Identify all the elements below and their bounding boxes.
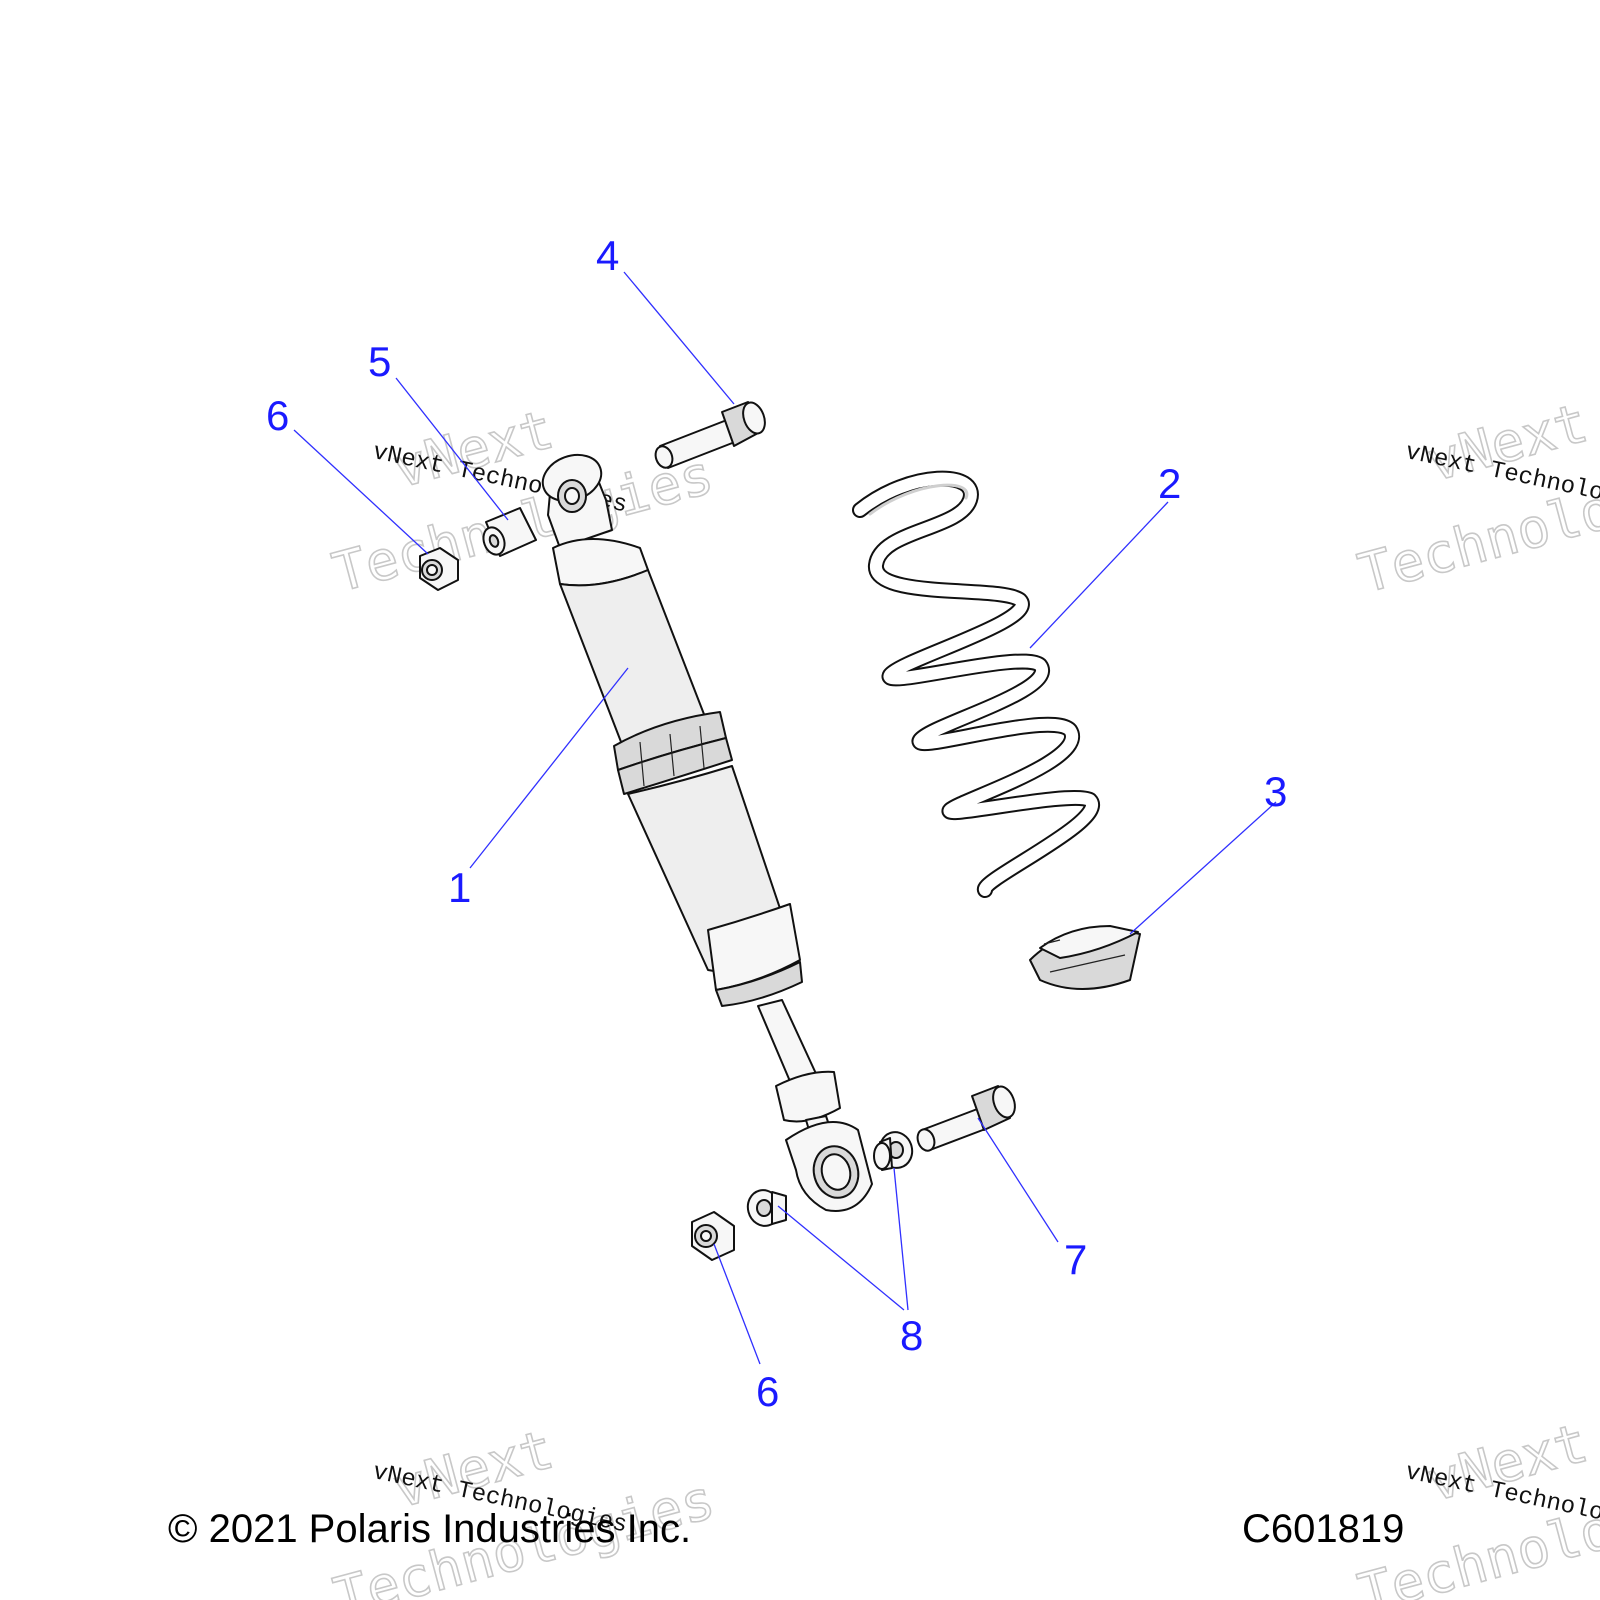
upper-mount-bolt xyxy=(654,401,766,469)
shock-bottom-eyelet xyxy=(785,1115,873,1212)
callout-7: 7 xyxy=(1064,1236,1087,1283)
callout-6-top: 6 xyxy=(266,392,289,439)
leader-5 xyxy=(395,377,509,521)
callout-numbers: 1 2 3 4 5 6 6 7 8 xyxy=(266,232,1287,1415)
leader-4 xyxy=(623,271,735,405)
shock-top-eyelet xyxy=(541,453,613,549)
copyright-notice: © 2021 Polaris Industries Inc. xyxy=(168,1507,691,1551)
lower-lock-nut xyxy=(691,1211,735,1261)
leader-6-top xyxy=(293,429,429,555)
shock-bump-stop xyxy=(775,1070,841,1123)
leader-lines xyxy=(293,271,1277,1365)
upper-lock-nut xyxy=(419,547,459,591)
washer-bushing-right xyxy=(873,1131,914,1171)
callout-2: 2 xyxy=(1158,460,1181,507)
shock-bottom-cap xyxy=(715,961,803,1007)
leader-3 xyxy=(1129,801,1277,935)
washer-bushing-left xyxy=(746,1189,787,1227)
shock-preload-collar xyxy=(613,711,733,795)
upper-spacer xyxy=(482,507,537,557)
leader-8-b xyxy=(893,1167,909,1311)
callout-1: 1 xyxy=(448,864,471,911)
figure-code: C601819 xyxy=(1242,1507,1404,1551)
leader-2 xyxy=(1029,501,1169,649)
shock-absorber xyxy=(541,453,873,1212)
lower-mount-bolt xyxy=(916,1085,1016,1152)
leader-7 xyxy=(977,1117,1059,1243)
leader-6-bottom xyxy=(713,1243,761,1365)
callout-5: 5 xyxy=(368,338,391,385)
callout-6-bottom: 6 xyxy=(756,1368,779,1415)
leader-8-a xyxy=(777,1205,905,1311)
coil-spring xyxy=(852,470,1101,898)
leader-1 xyxy=(469,667,629,869)
spring-retainer xyxy=(1029,925,1141,990)
callout-3: 3 xyxy=(1264,768,1287,815)
callout-8: 8 xyxy=(900,1312,923,1359)
callout-4: 4 xyxy=(596,232,619,279)
